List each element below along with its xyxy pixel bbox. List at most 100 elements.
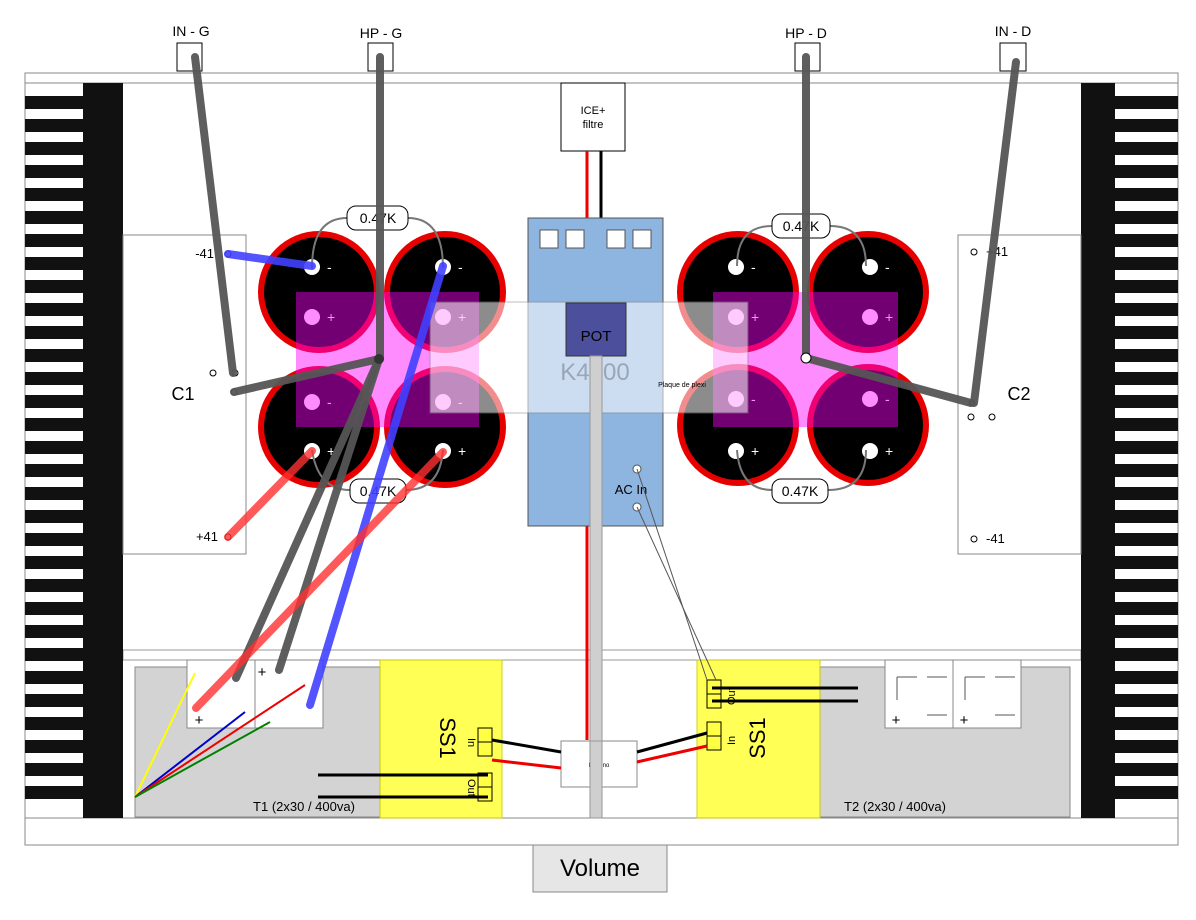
svg-text:-: - — [327, 259, 332, 275]
heatsink-fin — [25, 786, 83, 799]
t2-label: T2 (2x30 / 400va) — [844, 799, 946, 814]
heatsink-fin — [1115, 625, 1178, 638]
ss1-left-in-label: In — [465, 738, 477, 747]
rect-plus-3: + — [892, 712, 901, 729]
heatsink-fin — [25, 510, 83, 523]
volume-knob-plate — [532, 844, 668, 893]
heatsink-fin — [1115, 96, 1178, 109]
c2-minus41-label: -41 — [986, 531, 1005, 546]
heatsink-fin — [1115, 763, 1178, 776]
ss1-left-out-label: Out — [465, 779, 477, 797]
svg-text:0.47K: 0.47K — [783, 218, 820, 234]
right-rectifier-1 — [884, 659, 954, 729]
volume-label: Volume — [560, 855, 640, 882]
ac-in-wires — [636, 468, 717, 681]
power-and-signal-wires — [191, 53, 1020, 712]
heatsink-fin — [25, 142, 83, 155]
capacitor: -+ — [807, 231, 929, 353]
heatsink-fin — [1115, 487, 1178, 500]
rectifier-marks — [896, 676, 1015, 716]
hp-g-label: HP - G — [360, 25, 403, 41]
heatsink-fin — [25, 395, 83, 408]
heatsink-fin — [1115, 372, 1178, 385]
left-rectifier-1 — [186, 659, 256, 729]
rect-plus-4: + — [960, 712, 969, 729]
heatsink-fin — [25, 464, 83, 477]
heatsink-fin — [1115, 349, 1178, 362]
ss1-right-in-label: In — [726, 736, 738, 745]
capacitor: -+ — [807, 364, 929, 486]
heatsink-fin — [1115, 119, 1178, 132]
heatsink-fin — [1115, 280, 1178, 293]
svg-text:-: - — [885, 259, 890, 275]
left-ground-node — [374, 354, 384, 364]
svg-text:+: + — [458, 443, 466, 459]
heatsink-fin — [25, 763, 83, 776]
heatsink-fin — [25, 418, 83, 431]
heatsink-fin — [1115, 326, 1178, 339]
heatsink-fin — [25, 303, 83, 316]
heatsink-fin — [25, 234, 83, 247]
heatsink-fin — [1115, 694, 1178, 707]
svg-text:-: - — [751, 259, 756, 275]
heatsink-fin — [25, 671, 83, 684]
resistor-right-bottom: 0.47K — [771, 478, 829, 504]
ss1-left-label: SS1 — [435, 717, 460, 759]
heatsink-fin — [25, 326, 83, 339]
heatsink-fin — [1115, 165, 1178, 178]
heatsink-fin — [1115, 211, 1178, 224]
heatsink-fin — [25, 740, 83, 753]
heatsink-fin — [25, 556, 83, 569]
svg-text:+: + — [751, 443, 759, 459]
pot-box — [565, 302, 627, 357]
svg-text:+: + — [327, 443, 335, 459]
amp-board-connectors — [539, 229, 652, 249]
plexi-label: Plaque de plexi — [658, 382, 706, 389]
heatsink-fin — [25, 694, 83, 707]
right-ground-node — [800, 352, 812, 364]
heatsink-fin — [25, 211, 83, 224]
heatsink-fin — [1115, 303, 1178, 316]
heatsink-fin — [25, 717, 83, 730]
svg-text:+: + — [751, 309, 759, 325]
heatsink-fin — [1115, 648, 1178, 661]
c1-minus41-label: -41 — [195, 246, 214, 261]
right-heatsink — [1081, 83, 1178, 818]
t1-label: T1 (2x30 / 400va) — [253, 799, 355, 814]
heatsink-fin — [1115, 188, 1178, 201]
heatsink-fin — [1115, 395, 1178, 408]
heatsink-fin — [25, 119, 83, 132]
ice-label-line2: filtre — [583, 119, 604, 131]
ice-filter-box — [560, 82, 626, 152]
heatsink-fin — [1115, 533, 1178, 546]
heatsink-fin — [1115, 740, 1178, 753]
ss1-right-label: SS1 — [745, 717, 770, 759]
svg-text:-: - — [885, 391, 890, 407]
svg-text:0.47K: 0.47K — [782, 483, 819, 499]
heatsink-fin — [1115, 234, 1178, 247]
rect-plus-2: + — [258, 664, 267, 681]
heatsink-fin — [1115, 717, 1178, 730]
heatsink-fin — [1115, 556, 1178, 569]
in-g-label: IN - G — [172, 23, 209, 39]
transformer-leads — [134, 672, 306, 798]
heatsink-fin — [25, 257, 83, 270]
c2-label: C2 — [1007, 384, 1030, 404]
heatsink-fin — [25, 188, 83, 201]
svg-text:-: - — [458, 259, 463, 275]
heatsink-fin — [25, 533, 83, 546]
heatsink-fin — [25, 349, 83, 362]
in-d-label: IN - D — [995, 23, 1032, 39]
pot-label: POT — [581, 328, 612, 345]
heatsink-fin — [1115, 464, 1178, 477]
heatsink-fin — [1115, 142, 1178, 155]
ss1-wires — [318, 686, 858, 799]
heatsink-fin — [25, 96, 83, 109]
heatsink-fin — [25, 487, 83, 500]
svg-text:-: - — [751, 391, 756, 407]
heatsink-fin — [1115, 418, 1178, 431]
heatsink-fin — [25, 372, 83, 385]
heatsink-fin — [25, 441, 83, 454]
chassis-front-panel — [24, 817, 1179, 846]
